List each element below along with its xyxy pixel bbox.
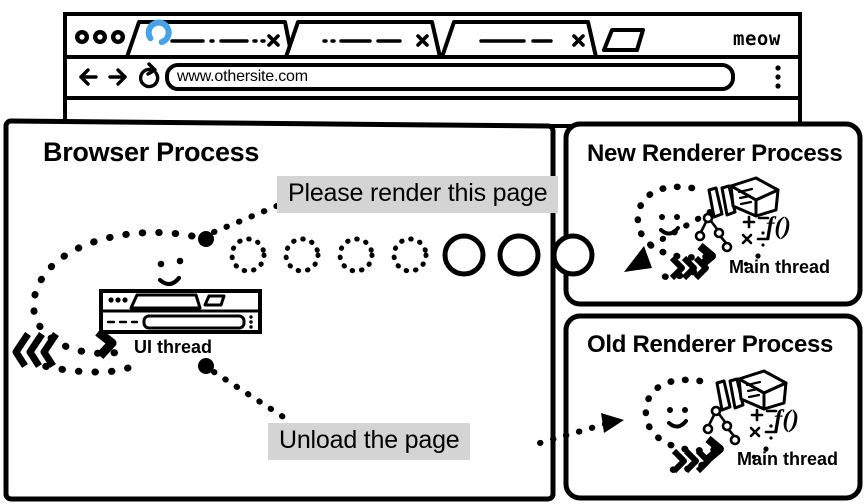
pencils-icon: [715, 377, 745, 412]
new-tab-button[interactable]: [602, 28, 645, 52]
task-queue: [229, 233, 595, 277]
profile-label: meow: [733, 28, 781, 50]
ui-thread-label: UI thread: [134, 337, 213, 357]
sparkle-dots-icon: [751, 446, 769, 460]
tab-second[interactable]: [284, 20, 442, 59]
main-thread-label-new: Main thread: [729, 257, 831, 277]
function-icon: f(): [774, 406, 799, 433]
unload-request-connector: [198, 358, 291, 423]
function-icon: f(): [766, 213, 791, 240]
dom-tree-icon: [702, 405, 741, 446]
main-thread-label-old: Main thread: [737, 449, 839, 469]
task-pending: [229, 236, 267, 274]
callout-unload-page: Unload the page: [268, 423, 471, 460]
back-button[interactable]: [79, 68, 98, 86]
task-active: [497, 233, 541, 277]
callout-render-page: Please render this page: [277, 176, 559, 213]
open-book-icon: [729, 176, 780, 218]
reload-button[interactable]: [138, 62, 160, 89]
tab-active-close-icon[interactable]: [267, 34, 280, 47]
tab-third-close-icon[interactable]: [572, 34, 585, 47]
task-active: [442, 233, 486, 277]
page-title-old-renderer: Old Renderer Process: [587, 331, 834, 358]
tab-active[interactable]: [125, 19, 294, 59]
math-symbols-icon: [741, 215, 770, 247]
tab-third[interactable]: [440, 20, 598, 59]
new-renderer-thread-loop: [634, 183, 716, 281]
address-input[interactable]: www.othersite.com: [177, 68, 308, 85]
browser-process-panel: [3, 118, 556, 502]
smiley-face-icon: [659, 214, 680, 236]
task-pending: [337, 236, 375, 274]
smiley-face-icon: [667, 407, 688, 429]
open-book-icon: [737, 369, 788, 411]
arrow-to-old-renderer: [537, 413, 624, 446]
kebab-menu-icon[interactable]: [775, 65, 781, 89]
mini-browser-icon: [99, 289, 262, 334]
pencils-icon: [707, 184, 737, 219]
spinner-icon: [145, 19, 172, 46]
task-active: [551, 233, 595, 277]
page-title-browser-process: Browser Process: [43, 137, 260, 167]
sparkle-dots-icon: [743, 253, 761, 267]
address-bar[interactable]: [165, 63, 735, 91]
task-pending: [283, 236, 321, 274]
ui-thread-loop: [30, 229, 212, 376]
page-title-new-renderer: New Renderer Process: [587, 140, 843, 167]
smiley-face-icon: [157, 257, 184, 287]
old-renderer-thread-loop: [642, 376, 724, 474]
forward-button[interactable]: [108, 68, 127, 86]
chevrons-left-icon: [12, 332, 59, 368]
render-request-connector: [198, 200, 287, 247]
window-controls[interactable]: [75, 30, 125, 44]
tab-second-close-icon[interactable]: [416, 34, 429, 47]
dom-tree-icon: [694, 212, 733, 253]
math-symbols-icon: [749, 408, 778, 440]
task-pending: [391, 236, 429, 274]
